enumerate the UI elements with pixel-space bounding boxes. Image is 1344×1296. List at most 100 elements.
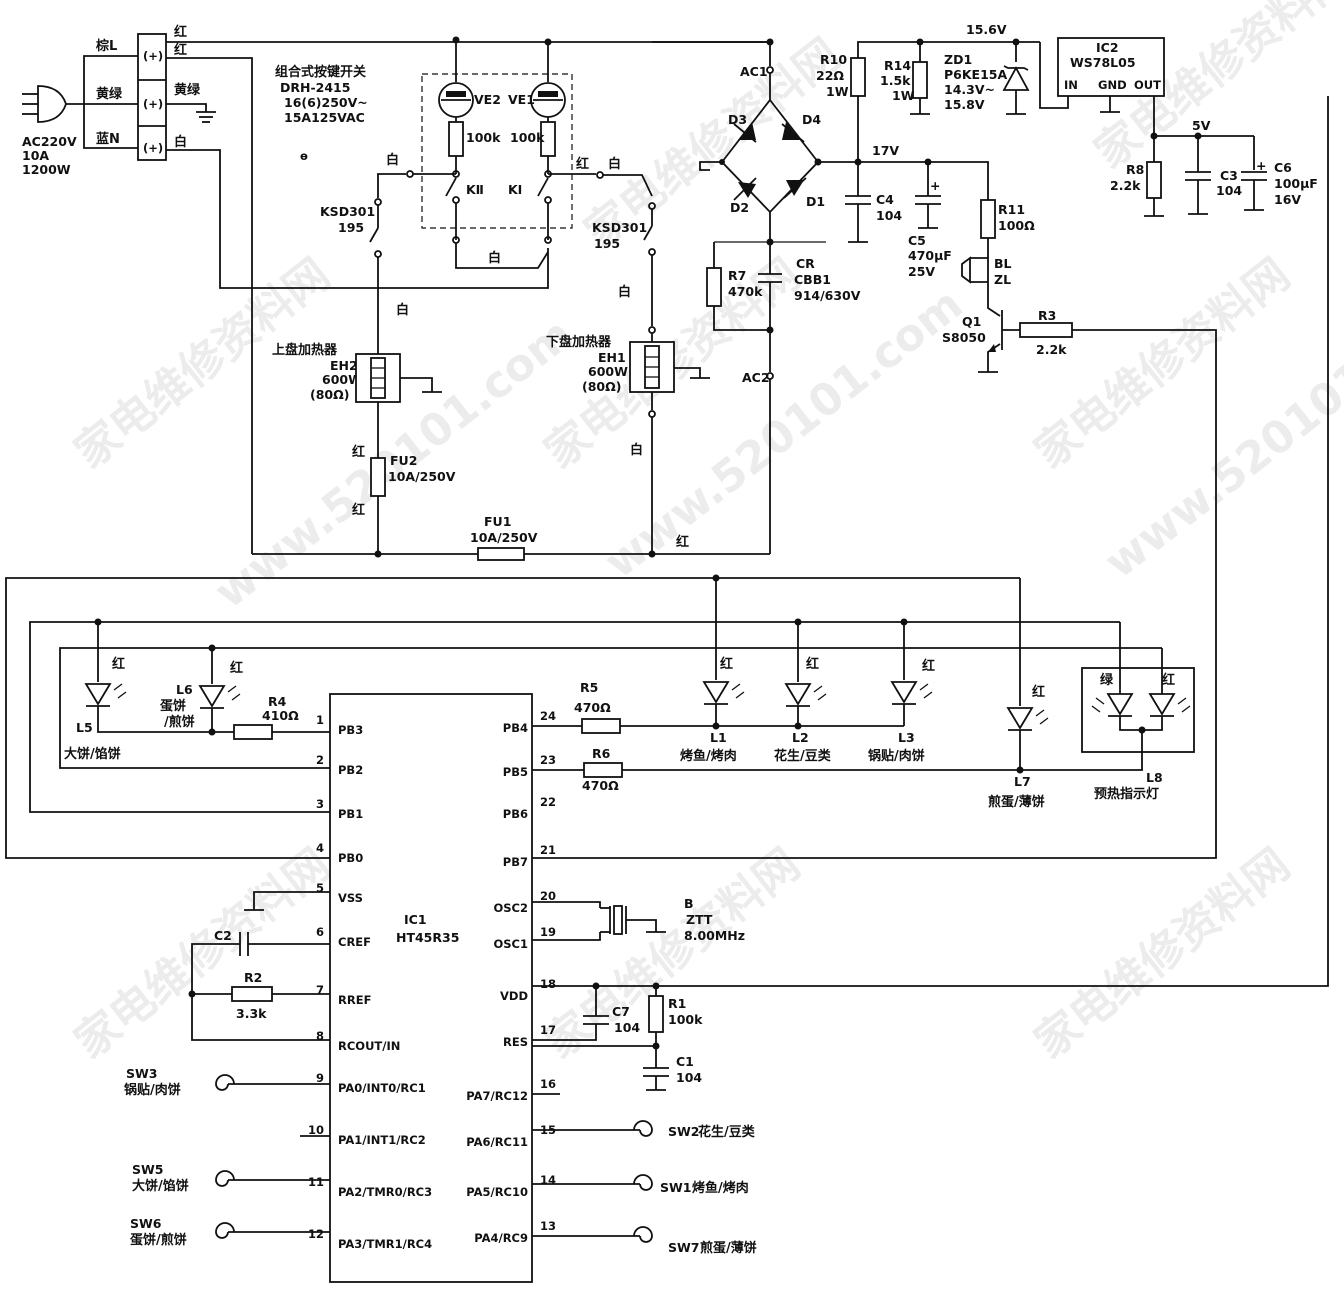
r8-ref: R8 <box>1126 162 1144 177</box>
wire-color-white: 白 <box>174 134 187 150</box>
upper-heater-ref: EH2 <box>330 358 358 373</box>
crystal-type: ZTT <box>686 912 713 927</box>
r14-ref: R14 <box>884 58 911 73</box>
push-switch-box <box>421 73 573 229</box>
r10-val2: 1W <box>826 84 849 99</box>
touch-sw2 <box>532 1120 653 1137</box>
crystal-freq: 8.00MHz <box>684 928 745 943</box>
k1-label: KⅠ <box>508 182 522 197</box>
resistor-ve2 <box>448 121 464 157</box>
l1-name: 烤鱼/烤肉 <box>680 748 737 764</box>
ic1-pin-number: 6 <box>316 925 324 939</box>
ic1-pin-number: 24 <box>540 709 556 723</box>
resistor-r10 <box>850 57 866 97</box>
ac2-label: AC2 <box>742 370 770 385</box>
fu2-rating: 10A/250V <box>388 469 456 484</box>
led-l7 <box>1006 578 1049 770</box>
sw6-name: 蛋饼/煎饼 <box>130 1232 187 1248</box>
resistor-r1 <box>648 995 664 1033</box>
wire-brown-label: 棕L <box>95 38 117 54</box>
r2-value: 3.3k <box>236 1006 267 1021</box>
resistor-r6 <box>583 762 623 778</box>
resistor-r8 <box>1146 161 1162 199</box>
ac-spec-power: 1200W <box>22 162 71 177</box>
ic2-out: OUT <box>1134 78 1161 92</box>
fu1-ref: FU1 <box>484 514 511 529</box>
ic1-model: HT45R35 <box>396 930 459 945</box>
ic1-pin-name-pa3: PA3/TMR1/RC4 <box>338 1237 432 1251</box>
r2-ref: R2 <box>244 970 262 985</box>
resistor-r5 <box>581 718 621 734</box>
buzzer-bl <box>961 256 989 284</box>
lower-heater-ref: EH1 <box>598 350 626 365</box>
ic1-pin-name-pa1: PA1/INT1/RC2 <box>338 1133 426 1147</box>
touch-sw5 <box>215 1170 330 1187</box>
ic1-pin-number: 19 <box>540 925 556 939</box>
wire-color-red: 红 <box>352 444 365 460</box>
r10-ref: R10 <box>820 52 847 67</box>
k2-label: KⅡ <box>466 182 484 197</box>
r5-value: 470Ω <box>574 700 611 715</box>
ksd301-right-name: KSD301 <box>592 220 647 235</box>
c3-ref: C3 <box>1220 168 1238 183</box>
bl-value: ZL <box>994 272 1011 287</box>
r7-value: 470k <box>728 284 763 299</box>
r14-val1: 1.5k <box>880 73 911 88</box>
thermostat-ksd301-upper <box>369 198 382 258</box>
touch-sw3 <box>215 1074 330 1091</box>
c4-ref: C4 <box>876 192 894 207</box>
ic1-pin-name-pb2: PB2 <box>338 763 363 777</box>
ic2-ref: IC2 <box>1096 40 1119 55</box>
ic1-pin-name-pb7: PB7 <box>503 855 528 869</box>
ksd301-left-name: KSD301 <box>320 204 375 219</box>
ic1-left-pins: 1PB32PB23PB14PB05VSS6CREF7RREF8RCOUT/IN9… <box>308 713 432 1251</box>
sw7-name: 煎蛋/薄饼 <box>700 1240 757 1256</box>
cr-val2: 914/630V <box>794 288 861 303</box>
ic2-model: WS78L05 <box>1070 55 1136 70</box>
ic1-pin-name-rcout: RCOUT/IN <box>338 1039 400 1053</box>
ic1-pin-number: 20 <box>540 889 556 903</box>
d4-label: D4 <box>802 112 821 127</box>
bridge-rectifier <box>719 98 822 214</box>
ve1-resistor-value: 100k <box>510 130 545 145</box>
v5-label: 5V <box>1192 118 1211 133</box>
wire-color-red: 红 <box>112 656 125 672</box>
bl-ref: BL <box>994 256 1012 271</box>
led-l2 <box>784 622 827 730</box>
ic1-pin-name-pa7: PA7/RC12 <box>466 1089 528 1103</box>
ve2-label: VE2 <box>474 92 501 107</box>
mcu-ic1 <box>329 693 533 1283</box>
zd1-val2: 14.3V~ <box>944 82 995 97</box>
ac1-label: AC1 <box>740 64 768 79</box>
upper-heater-title: 上盘加热器 <box>272 342 338 358</box>
wire-color-white: 白 <box>488 250 501 266</box>
l8-name: 预热指示灯 <box>1094 786 1159 802</box>
ve1-label: VE1 <box>508 92 535 107</box>
c5-val2: 25V <box>908 264 935 279</box>
d3-label: D3 <box>728 112 747 127</box>
wire-yellowgreen-label: 黄绿 <box>96 86 123 102</box>
switch-k2-blade <box>445 177 457 197</box>
watermark-text: 家电维修资料网 <box>65 249 339 479</box>
cr-ref: CR <box>796 256 815 271</box>
ve2-resistor-value: 100k <box>466 130 501 145</box>
lower-heater-title: 下盘加热器 <box>546 334 612 350</box>
lower-heater-eh1 <box>629 341 710 393</box>
ic1-pin-number: 17 <box>540 1023 556 1037</box>
ic1-pin-name-pb4: PB4 <box>503 721 528 735</box>
c3-value: 104 <box>1216 183 1242 198</box>
ksd301-right-temp: 195 <box>594 236 620 251</box>
r3-ref: R3 <box>1038 308 1056 323</box>
ic1-pin-number: 11 <box>308 1175 324 1189</box>
watermark: 家电维修资料网 www.520101.com 家电维修资料网 www.52010… <box>65 0 1344 1069</box>
ic1-pin-name-pa2: PA2/TMR0/RC3 <box>338 1185 432 1199</box>
r11-ref: R11 <box>998 202 1025 217</box>
ic1-pin-name-osc2: OSC2 <box>494 901 529 915</box>
wire-color-red: 红 <box>174 24 187 40</box>
watermark-text: 家电维修资料网 <box>65 839 339 1069</box>
v17-label: 17V <box>872 143 899 158</box>
ic1-pin-number: 18 <box>540 977 556 991</box>
c5-ref: C5 <box>908 233 926 248</box>
c6-ref: C6 <box>1274 160 1292 175</box>
